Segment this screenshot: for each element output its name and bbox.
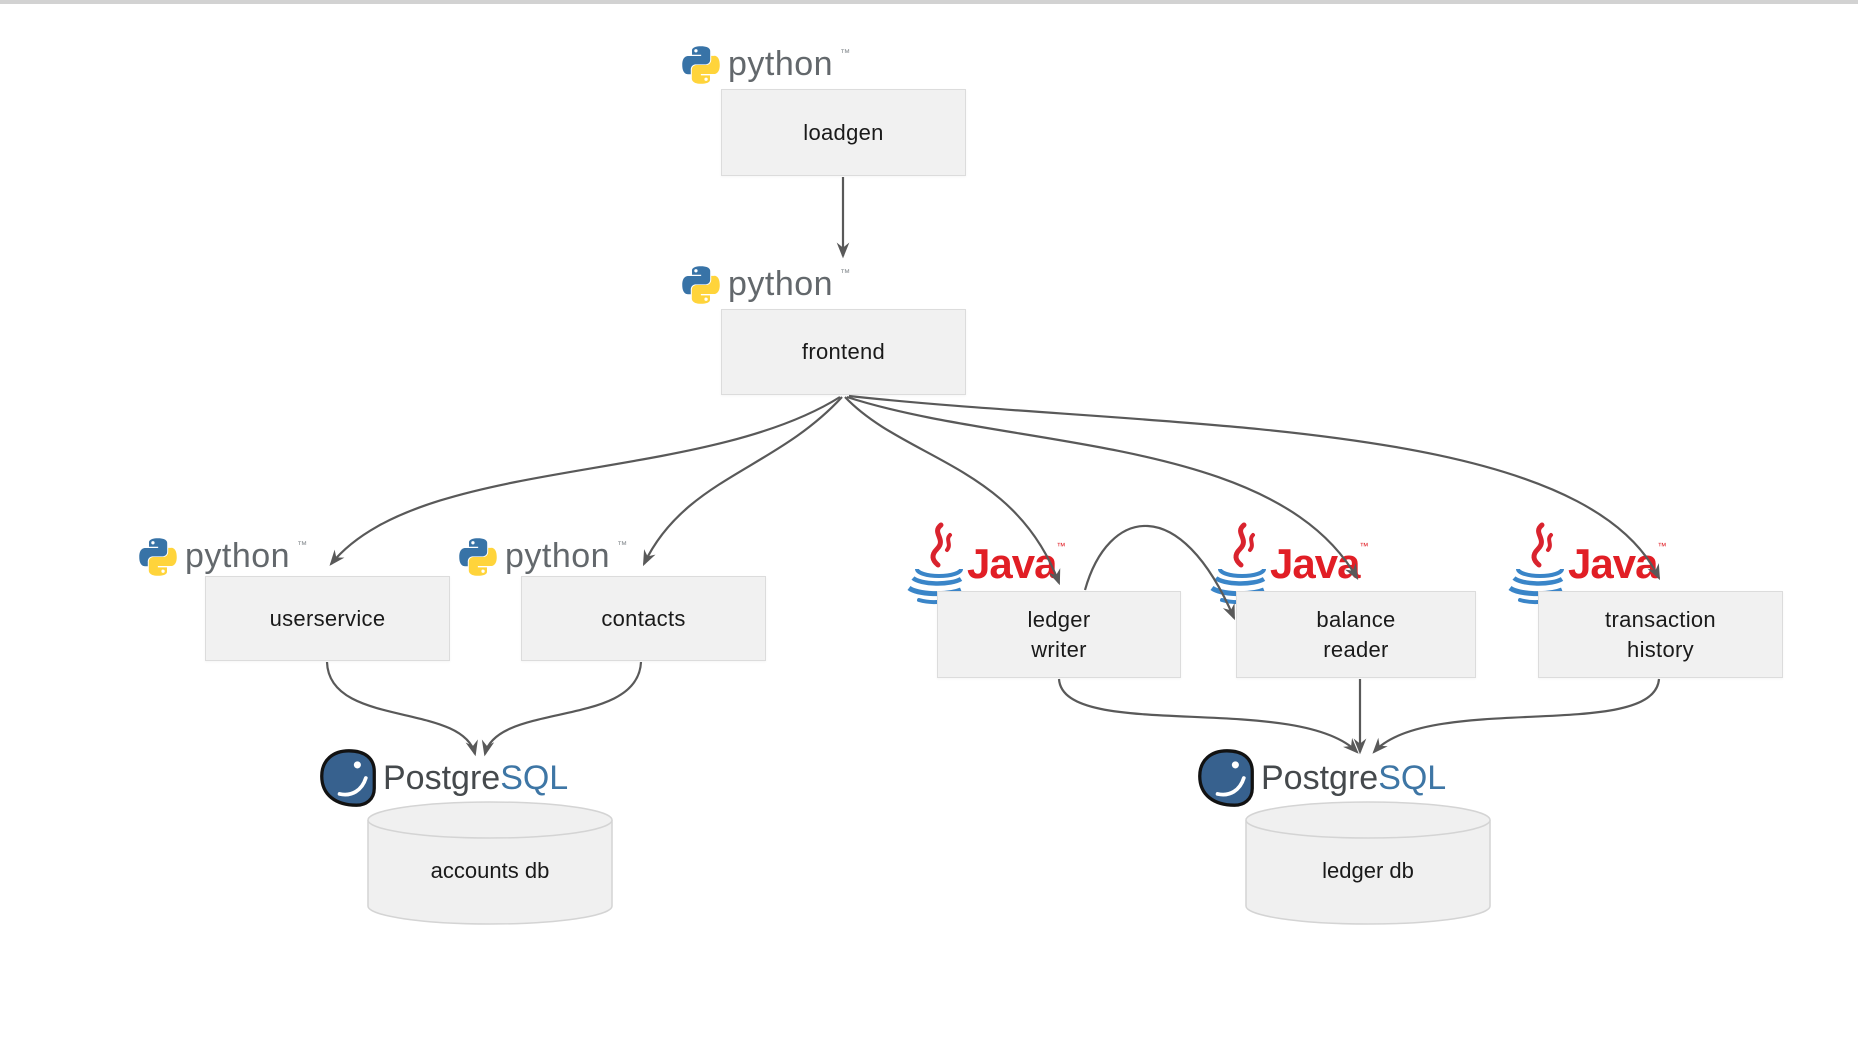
node-ledger-writer: ledger writer (937, 591, 1181, 678)
python-wordmark: python (185, 537, 291, 575)
database-cylinder-icon (367, 801, 613, 925)
node-label: ledger writer (1027, 606, 1091, 662)
node-loadgen: loadgen (721, 89, 966, 176)
edge-userservice-accounts-db (325, 661, 478, 757)
node-label: frontend (801, 339, 886, 364)
java-trademark: ™ (1359, 541, 1369, 551)
edge-contacts-accounts-db (481, 661, 643, 757)
python-trademark: ™ (840, 48, 851, 59)
python-logo: python ™ (681, 262, 850, 308)
postgresql-logo: PostgreSQL (1196, 744, 1446, 812)
node-label: balance reader (1316, 606, 1396, 662)
postgresql-elephant-icon (1198, 749, 1254, 807)
python-wordmark: python (505, 537, 611, 575)
java-wordmark: Java (1568, 540, 1658, 587)
java-trademark: ™ (1056, 541, 1066, 551)
python-logo: python ™ (458, 534, 627, 580)
node-contacts: contacts (521, 576, 766, 661)
python-trademark: ™ (840, 268, 851, 279)
postgresql-wordmark: PostgreSQL (1261, 759, 1447, 797)
node-ledger-db: ledger db (1243, 800, 1493, 928)
node-transaction-history: transaction history (1538, 591, 1783, 678)
python-icon (682, 46, 720, 84)
node-label: userservice (269, 605, 386, 631)
node-label: loadgen (803, 119, 884, 145)
python-trademark: ™ (617, 540, 628, 551)
python-icon (459, 538, 497, 576)
postgresql-logo: PostgreSQL (318, 744, 568, 812)
python-logo: python ™ (681, 42, 850, 88)
edge-frontend-contacts (642, 396, 843, 567)
python-trademark: ™ (297, 540, 308, 551)
postgresql-wordmark: PostgreSQL (383, 759, 569, 797)
java-wordmark: Java (1270, 540, 1360, 587)
db-label: accounts db (430, 858, 550, 883)
postgresql-elephant-icon (320, 749, 376, 807)
node-balance-reader: balance reader (1236, 591, 1476, 678)
db-label: ledger db (1322, 858, 1414, 883)
database-cylinder-icon (1245, 801, 1491, 925)
python-wordmark: python (728, 265, 834, 303)
node-userservice: userservice (205, 576, 450, 661)
node-label: transaction history (1605, 606, 1716, 662)
python-wordmark: python (728, 45, 834, 83)
java-wordmark: Java (967, 540, 1057, 587)
edge-ledger-writer-ledger-db (1057, 678, 1359, 754)
java-trademark: ™ (1657, 541, 1667, 551)
edge-transaction-history-ledger-db (1372, 678, 1661, 754)
python-logo: python ™ (138, 534, 307, 580)
node-accounts-db: accounts db (365, 800, 615, 928)
python-icon (139, 538, 177, 576)
node-label: contacts (601, 605, 686, 631)
python-icon (682, 266, 720, 304)
window-top-strip (0, 0, 1858, 4)
node-frontend: frontend (721, 309, 966, 395)
